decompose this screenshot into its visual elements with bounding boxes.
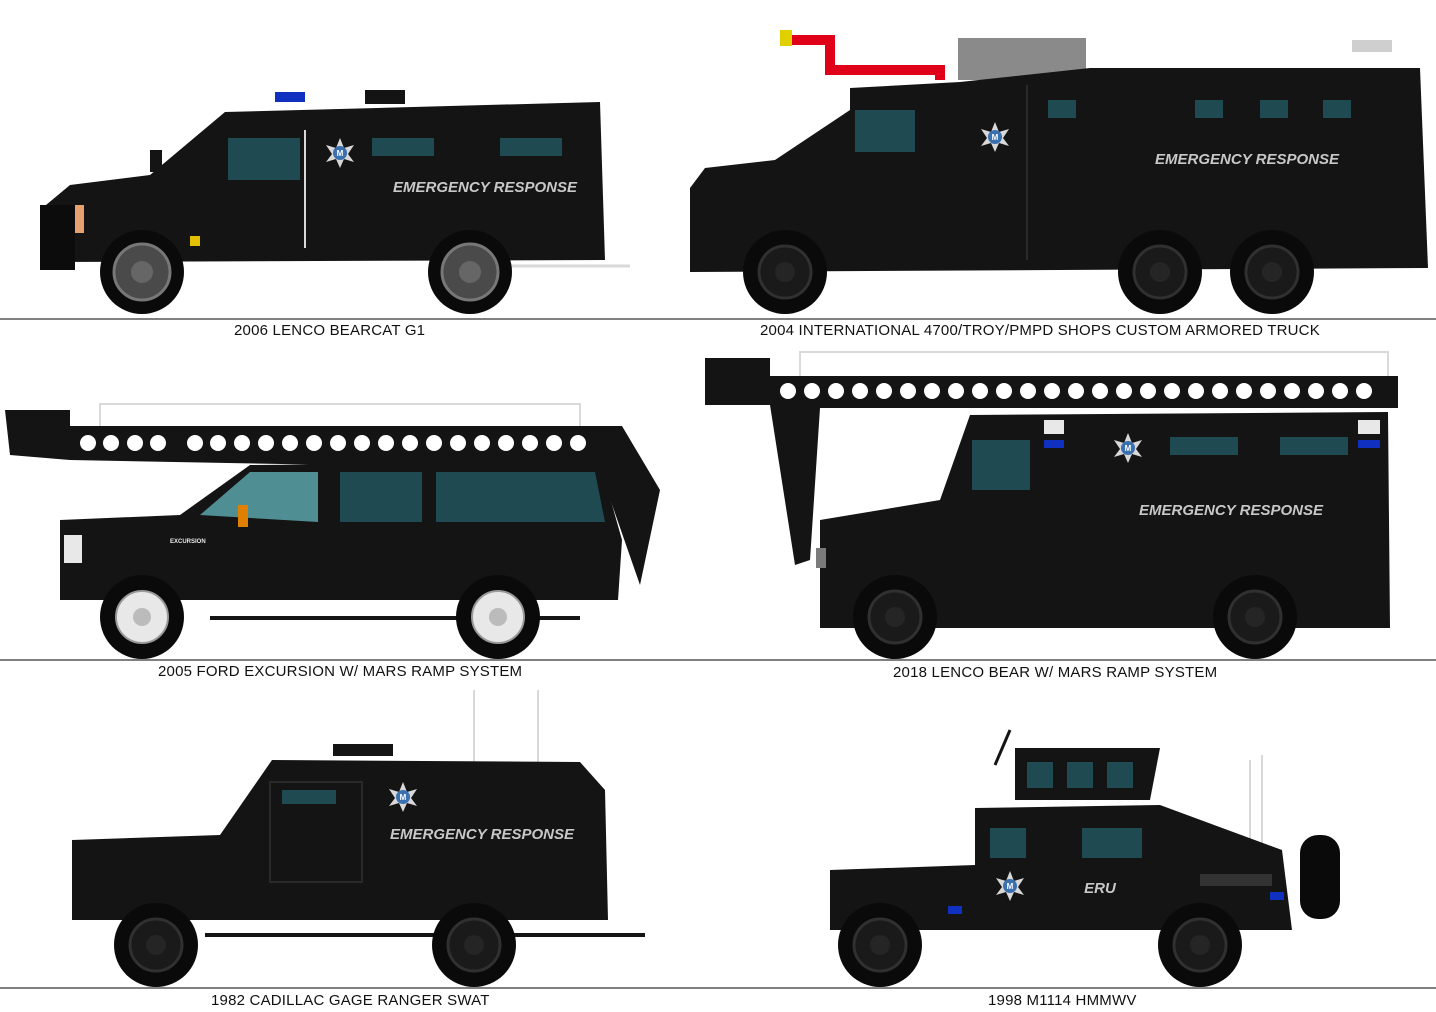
wheel-icon [1156, 901, 1244, 989]
wheel-icon [741, 228, 829, 316]
decal-bear: EMERGENCY RESPONSE [1139, 502, 1324, 519]
caption-excursion: 2005 FORD EXCURSION W/ MARS RAMP SYSTEM [158, 663, 523, 680]
decal-international: EMERGENCY RESPONSE [1155, 151, 1340, 168]
wheel-icon [836, 901, 924, 989]
wheel-icon [430, 901, 518, 989]
wheel-icon [98, 228, 186, 316]
decal-hmmwv: ERU [1084, 880, 1117, 897]
vehicle-ranger: EMERGENCY RESPONSE [72, 690, 645, 989]
vehicle-excursion: EXCURSION [5, 403, 660, 660]
vehicle-international: EMERGENCY RESPONSE [690, 30, 1428, 316]
caption-hmmwv: 1998 M1114 HMMWV [988, 992, 1137, 1009]
decal-ranger: EMERGENCY RESPONSE [390, 826, 575, 843]
wheel-icon [112, 901, 200, 989]
vehicle-bearcat: EMERGENCY RESPONSE [40, 90, 630, 316]
ground-lines [0, 318, 1436, 989]
caption-international: 2004 INTERNATIONAL 4700/TROY/PMPD SHOPS … [760, 322, 1320, 339]
wheel-icon [851, 573, 939, 661]
wheel-icon [455, 574, 541, 660]
decal-excursion: EXCURSION [170, 539, 206, 545]
wheel-icon [1211, 573, 1299, 661]
light-bar [80, 435, 586, 451]
vehicle-hmmwv: ERU [830, 729, 1340, 989]
caption-bear: 2018 LENCO BEAR W/ MARS RAMP SYSTEM [893, 664, 1218, 681]
caption-bearcat: 2006 LENCO BEARCAT G1 [234, 322, 426, 339]
caption-ranger: 1982 CADILLAC GAGE RANGER SWAT [211, 992, 490, 1009]
wheel-icon [426, 228, 514, 316]
vehicle-bear: EMERGENCY RESPONSE [705, 351, 1398, 661]
wheel-icon [99, 574, 185, 660]
wheel-icon [1116, 228, 1204, 316]
wheel-icon [1228, 228, 1316, 316]
light-bar [780, 383, 1372, 399]
decal-bearcat: EMERGENCY RESPONSE [393, 179, 578, 196]
